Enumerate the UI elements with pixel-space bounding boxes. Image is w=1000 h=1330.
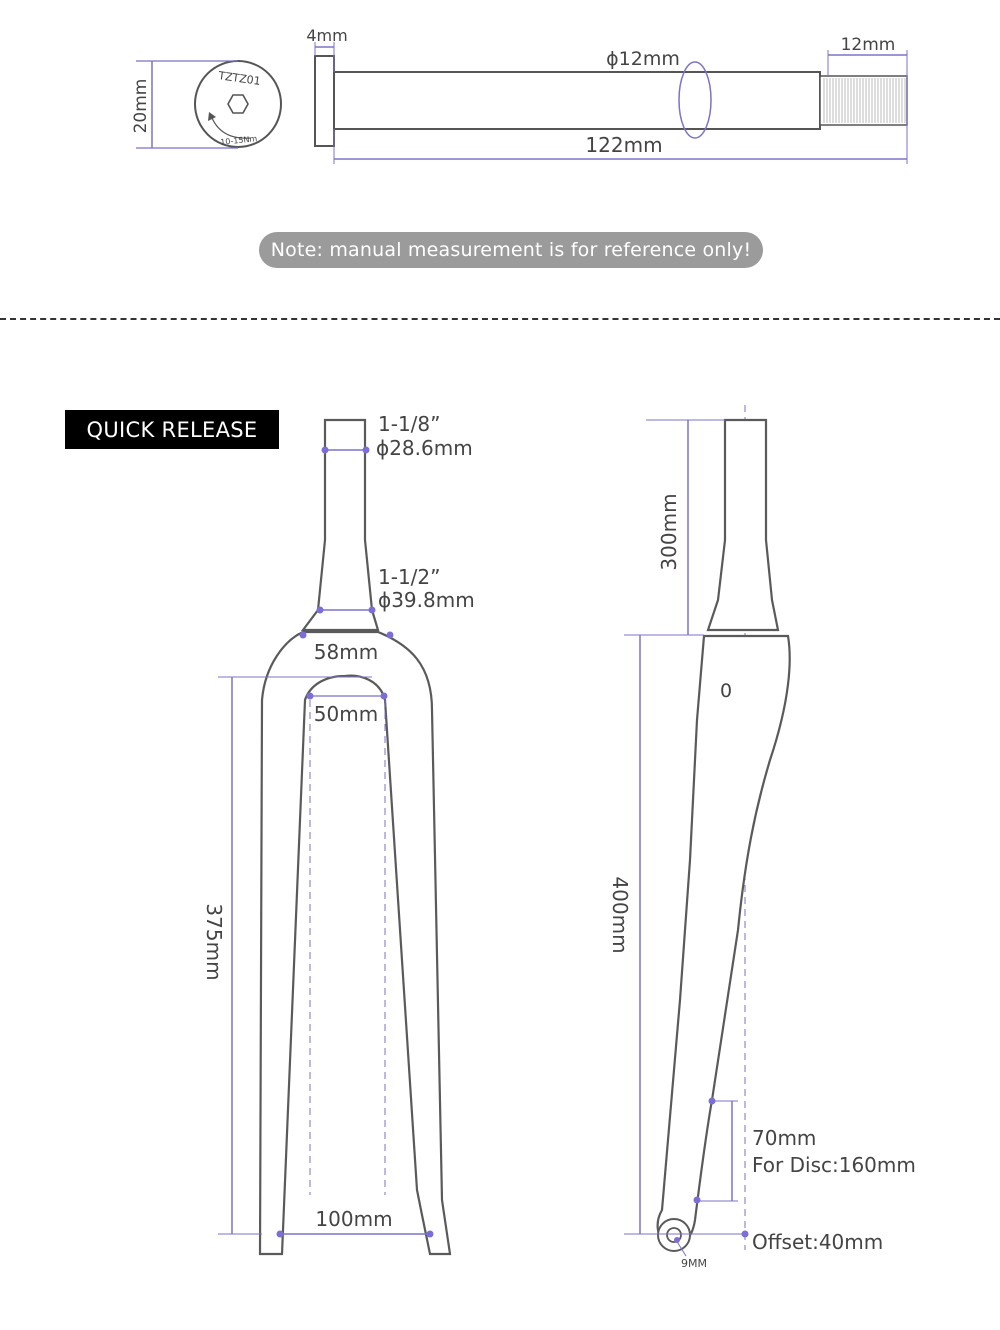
label-axle-length: 122mm — [585, 133, 662, 157]
label-fork-height: 375mm — [202, 903, 226, 980]
dim-dot — [380, 692, 388, 700]
torque-arrow-icon — [211, 117, 251, 139]
cap-brand-text: TZTZ01 — [217, 69, 262, 88]
dim-dot — [741, 1230, 749, 1238]
label-leg: 400mm — [608, 876, 632, 953]
dim-dot — [708, 1097, 716, 1105]
measurement-note: Note: manual measurement is for referenc… — [259, 232, 763, 268]
dim-dot — [386, 631, 394, 639]
dim-dot — [321, 446, 329, 454]
label-offset: Offset:40mm — [752, 1230, 883, 1254]
label-steerer: 300mm — [657, 493, 681, 570]
axle-diagram: TZTZ01 10-15Nm 20mm ϕ12mm 4mm 12mm 122mm — [131, 26, 908, 164]
dim-dot — [368, 606, 376, 614]
label-axle-diameter: ϕ12mm — [606, 48, 680, 70]
diameter-ellipse — [678, 61, 712, 139]
front-steerer — [300, 418, 380, 632]
label-thread: 12mm — [841, 35, 896, 55]
dim-dot — [276, 1230, 284, 1238]
label-dropout: 9MM — [681, 1257, 707, 1270]
label-crown: 58mm — [314, 640, 378, 664]
label-disc: For Disc:160mm — [752, 1153, 916, 1177]
label-steer-top-dia: ϕ28.6mm — [376, 436, 473, 460]
label-head-width: 4mm — [306, 26, 347, 45]
thread-lines — [823, 78, 906, 123]
fork-logo: 0 — [720, 680, 732, 702]
dim-dot — [316, 606, 324, 614]
label-mount: 70mm — [752, 1126, 816, 1150]
section-divider — [0, 318, 1000, 320]
label-arch: 50mm — [314, 702, 378, 726]
fork-front-view: 1-1/8” ϕ28.6mm 1-1/2” ϕ39.8mm 58mm 50mm … — [202, 412, 475, 1256]
quick-release-badge: QUICK RELEASE — [65, 410, 279, 449]
dim-dot — [299, 631, 307, 639]
label-spacing: 100mm — [315, 1207, 392, 1231]
dim-dot — [674, 1237, 680, 1243]
hex-socket-icon — [227, 94, 249, 114]
label-steer-bottom-dia: ϕ39.8mm — [378, 588, 475, 612]
torque-text: 10-15Nm — [220, 134, 258, 147]
axle-thread — [819, 75, 908, 126]
side-steerer — [706, 418, 780, 632]
front-fork-body — [258, 630, 452, 1256]
label-steer-bottom-frac: 1-1/2” — [378, 565, 441, 589]
label-cap-height: 20mm — [131, 79, 151, 134]
torque-arrow-head — [208, 112, 216, 121]
label-steer-top-frac: 1-1/8” — [378, 412, 441, 436]
axle-shaft — [333, 71, 821, 130]
dim-dot — [426, 1230, 434, 1238]
dim-dot — [362, 446, 370, 454]
dim-dot — [693, 1196, 701, 1204]
axle-head — [314, 55, 335, 147]
fork-side-view: 9MM 0 300mm 400mm 70mm For Disc:160mm Of… — [608, 405, 916, 1270]
dim-dot — [306, 692, 314, 700]
